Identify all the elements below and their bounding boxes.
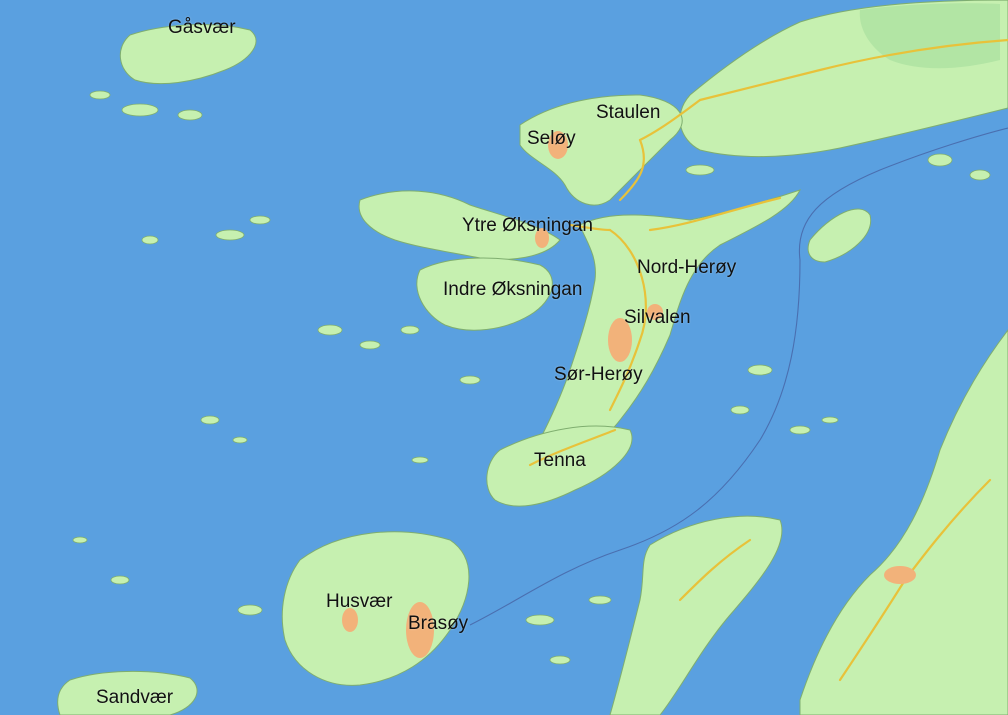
mainland-southeast: [799, 329, 1008, 715]
place-label-sandvaer[interactable]: Sandvær: [96, 687, 174, 708]
place-label-silvalen[interactable]: Silvalen: [624, 307, 691, 328]
place-label-husvaer[interactable]: Husvær: [326, 591, 393, 612]
scattered-islets: [72, 90, 991, 665]
place-label-indre-oksningan[interactable]: Indre Øksningan: [443, 279, 583, 300]
place-label-seloy[interactable]: Seløy: [527, 128, 576, 149]
ferry-route: [469, 127, 1008, 626]
sandvaer-islands: [57, 670, 198, 715]
place-label-ytre-oksningan[interactable]: Ytre Øksningan: [462, 215, 593, 236]
settlements: [342, 131, 916, 658]
gasvaer-islands: [120, 24, 257, 85]
island-east: [807, 208, 872, 263]
place-label-tenna[interactable]: Tenna: [534, 450, 586, 471]
seloy-staulen-islands: [519, 94, 683, 206]
indre-oksningan-islands: [416, 257, 553, 331]
ytre-oksningan-islands: [358, 190, 561, 260]
hill-shading: [859, 3, 1000, 69]
place-label-nord-heroy[interactable]: Nord-Herøy: [637, 257, 737, 278]
tenna-islands: [486, 425, 633, 507]
place-label-sor-heroy[interactable]: Sør-Herøy: [554, 364, 643, 385]
place-label-gasvaer[interactable]: Gåsvær: [168, 17, 236, 38]
place-label-brasoy[interactable]: Brasøy: [408, 613, 469, 634]
place-label-staulen[interactable]: Staulen: [596, 102, 661, 123]
austbo-peninsula: [609, 515, 783, 715]
